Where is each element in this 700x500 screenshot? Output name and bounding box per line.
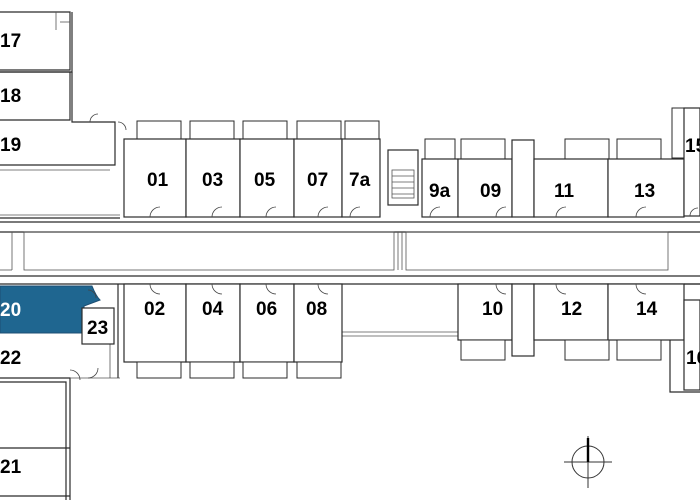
label-18: 18 (0, 86, 21, 107)
room-02[interactable] (123, 283, 187, 363)
compass-icon (564, 436, 612, 488)
label-09: 09 (480, 181, 501, 202)
room-05[interactable] (239, 138, 295, 218)
label-19: 19 (0, 135, 21, 156)
label-12: 12 (561, 299, 582, 320)
label-22: 22 (0, 348, 21, 369)
room-01[interactable] (123, 138, 187, 218)
room-11[interactable] (533, 158, 609, 218)
label-14: 14 (636, 299, 658, 320)
label-08: 08 (306, 299, 327, 320)
room-15[interactable] (683, 107, 700, 217)
label-11: 11 (554, 181, 575, 202)
label-05: 05 (254, 170, 276, 191)
room-08[interactable] (293, 283, 343, 363)
label-07: 07 (307, 170, 328, 191)
label-23: 23 (87, 318, 108, 339)
bottom-units (117, 283, 700, 393)
label-15: 15 (685, 136, 700, 157)
label-06: 06 (256, 299, 277, 320)
room-16[interactable] (683, 299, 700, 391)
label-9a: 9a (429, 181, 451, 202)
label-16: 16 (686, 348, 700, 369)
label-04: 04 (202, 299, 224, 320)
stairwell (387, 149, 419, 206)
label-10: 10 (482, 299, 503, 320)
room-23[interactable] (81, 307, 115, 345)
label-13: 13 (634, 181, 655, 202)
room-06[interactable] (239, 283, 295, 363)
room-7a[interactable] (341, 138, 381, 218)
room-12[interactable] (533, 283, 609, 341)
label-7a: 7a (349, 170, 371, 191)
room-labels: 17 18 19 20 23 22 21 01 03 05 07 7a 9a 0… (0, 31, 700, 478)
label-03: 03 (202, 170, 223, 191)
label-02: 02 (144, 299, 165, 320)
label-01: 01 (147, 170, 169, 191)
label-20: 20 (0, 300, 21, 321)
label-21: 21 (0, 457, 22, 478)
room-04[interactable] (185, 283, 241, 363)
label-17: 17 (0, 31, 21, 52)
top-units (89, 107, 700, 218)
